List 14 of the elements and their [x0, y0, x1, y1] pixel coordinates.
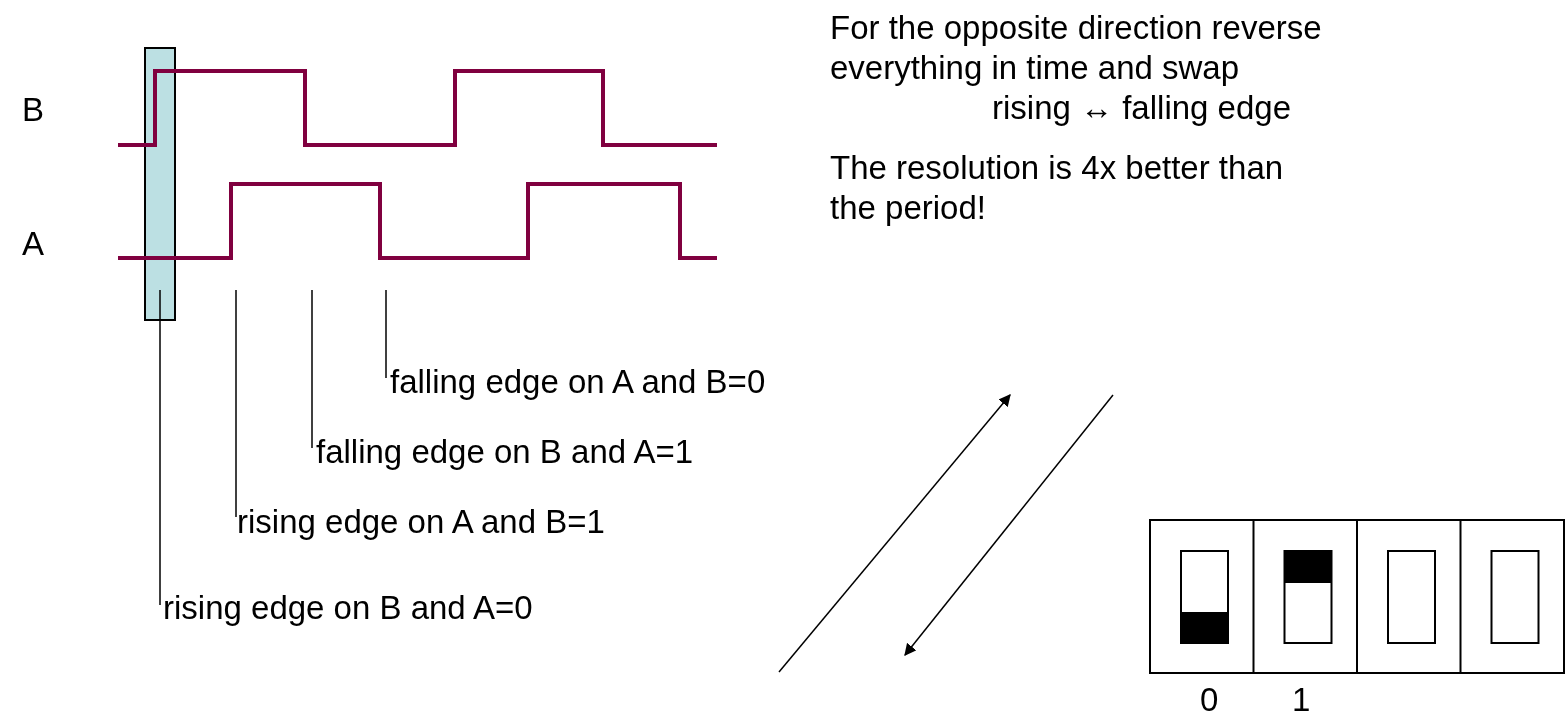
- digit-label: 0: [1200, 680, 1219, 720]
- leader-line: [311, 289, 313, 449]
- edge-description: falling edge on B and A=1: [316, 432, 694, 472]
- edge-description: rising edge on B and A=0: [163, 588, 533, 628]
- signal-name: B: [22, 90, 44, 130]
- edge-description: falling edge on A and B=0: [390, 362, 766, 402]
- signal-name: A: [22, 224, 44, 264]
- leader-line: [385, 289, 387, 379]
- note-text: The resolution is 4x better than the period!: [830, 148, 1285, 228]
- edge-description: rising edge on A and B=1: [237, 502, 605, 542]
- leader-line: [159, 289, 161, 606]
- note-text: rising ↔ falling edge: [992, 88, 1291, 128]
- digit-label: 1: [1292, 680, 1311, 720]
- leader-line: [235, 289, 237, 518]
